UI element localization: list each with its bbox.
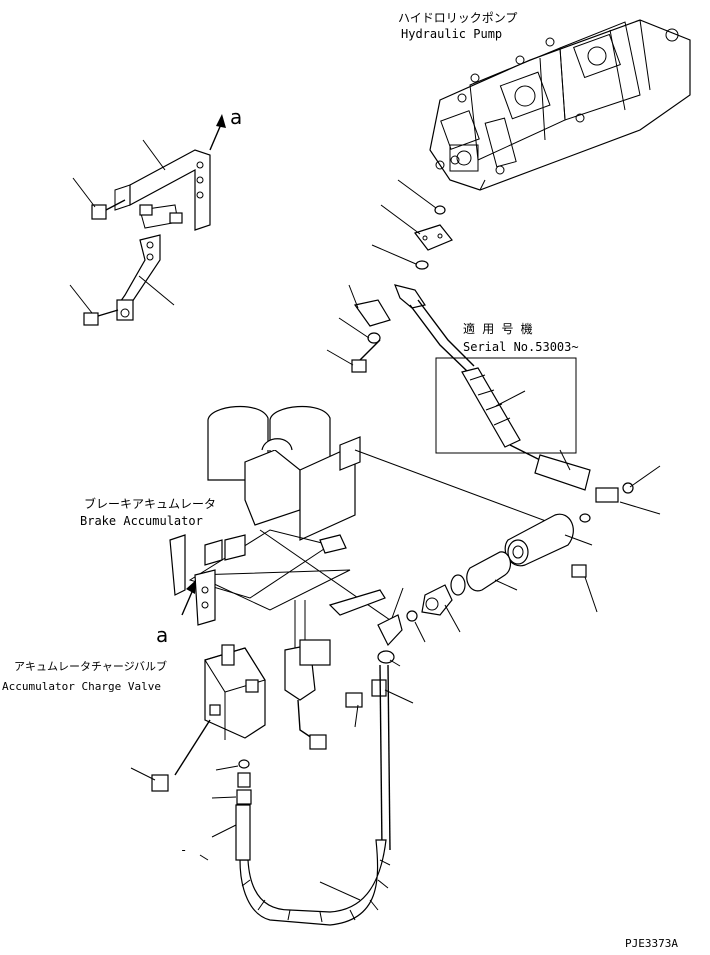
sensor-plug [309,734,327,750]
connector-left [237,772,251,788]
elbow-joint [377,614,403,647]
o-ring-filter [450,574,466,596]
serial-callout: 適 用 号 機 Serial No.53003~ [435,321,579,454]
charge-valve-label-en: Accumulator Charge Valve [2,680,161,693]
elbow-fitting [595,487,619,503]
nut-2 [169,212,183,224]
o-ring-fitting [579,513,591,523]
bolt-2 [83,312,99,326]
leader-lines: - [69,139,661,901]
charge-valve-label: アキュムレータチャージバルブ Accumulator Charge Valve [2,659,167,693]
serial-box [435,357,577,454]
bolt-head [351,359,367,373]
plate-3 [319,534,347,554]
split-flange [414,224,453,251]
flange-parts [351,205,453,373]
brake-accumulator-label: ブレーキアキュムレータ Brake Accumulator [80,496,216,528]
ref-mark-a-top: a [230,105,242,129]
o-ring-lower [415,260,429,270]
hydraulic-pump-label-en: Hydraulic Pump [401,27,502,41]
charge-valve-body [204,647,266,739]
accumulator-clamp [261,438,293,451]
side-bracket: a [156,534,216,647]
valve-port [221,644,235,666]
filter-bolt [571,564,587,578]
washer [367,332,381,344]
cap [622,482,634,494]
accumulator-charge-valve [151,639,331,792]
hose-bolt [345,692,363,708]
serial-label-jp: 適 用 号 機 [463,321,533,336]
drawing-code: PJE3373A [625,937,678,950]
valve-bolt [151,774,169,792]
serial-label-en: Serial No.53003~ [463,340,579,354]
accumulator-bracket-tab [339,436,361,471]
bracket-assembly: a [83,105,242,326]
clamp [353,299,391,327]
o-ring-small [406,610,418,622]
plate-2 [224,534,246,561]
bolt-1 [91,204,107,220]
hose-nut-left [236,789,252,805]
o-ring-valve [238,759,250,769]
hydraulic-pump-label: ハイドロリックポンプ Hydraulic Pump [398,11,517,41]
nut-1 [139,204,153,216]
hose-fitting [394,284,426,309]
ref-mark-a-left: a [156,623,168,647]
plate-1 [204,539,223,566]
filter-parts [406,513,587,622]
dash-mark: - [180,843,187,857]
charge-valve-label-jp: アキュムレータチャージバルブ [14,659,167,673]
brake-accumulator-label-en: Brake Accumulator [80,514,203,528]
brake-accumulator [188,406,571,660]
filter-element [466,551,512,592]
tee-fitting [371,679,387,697]
side-plate [194,569,216,626]
hydraulic-pump-label-jp: ハイドロリックポンプ [398,11,517,25]
o-ring-upper [434,205,446,215]
hose-fitting-left [235,804,251,861]
bracket-arm [328,589,386,616]
brake-accumulator-label-jp: ブレーキアキュムレータ [84,496,216,511]
hydraulic-pump [429,19,691,191]
stay [116,234,161,306]
pump-hose [409,299,634,523]
